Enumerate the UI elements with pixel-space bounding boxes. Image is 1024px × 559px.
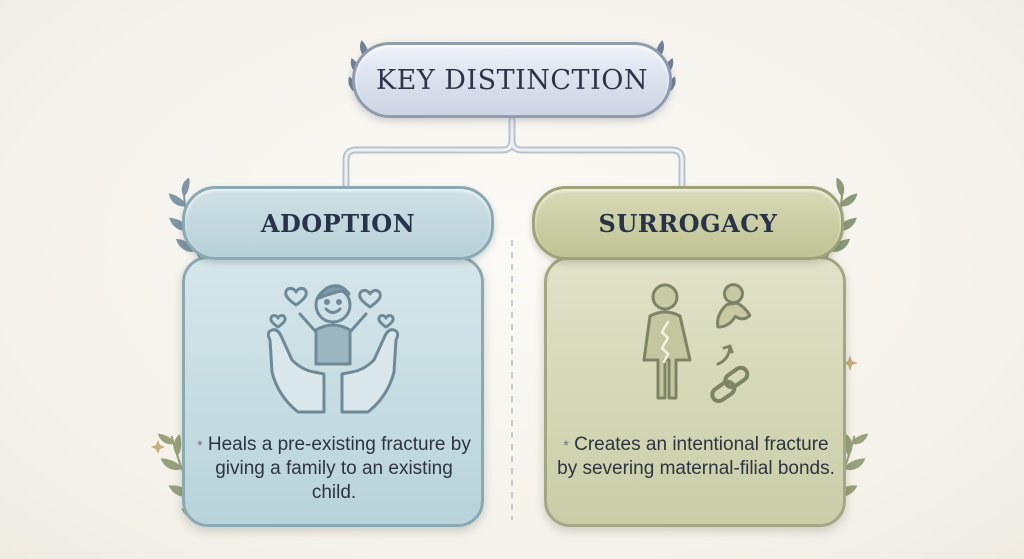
surrogacy-description-text: Creates an intentional fracture by sever… xyxy=(557,434,835,479)
adoption-description-text: Heals a pre-existing fracture by giving … xyxy=(207,434,471,503)
bullet-marker: * xyxy=(197,437,203,453)
adoption-description: * Heals a pre-existing fracture by givin… xyxy=(196,433,472,505)
adoption-heading-pill: ADOPTION xyxy=(182,186,494,260)
adoption-heading: ADOPTION xyxy=(260,208,416,238)
title-pill: KEY DISTINCTION xyxy=(352,42,672,118)
surrogacy-panel xyxy=(544,256,846,527)
diagram-title: KEY DISTINCTION xyxy=(376,64,648,96)
surrogacy-heading: SURROGACY xyxy=(598,208,778,238)
surrogacy-heading-pill: SURROGACY xyxy=(532,186,844,260)
surrogacy-description: * Creates an intentional fracture by sev… xyxy=(556,433,836,481)
bullet-marker: * xyxy=(563,437,569,453)
